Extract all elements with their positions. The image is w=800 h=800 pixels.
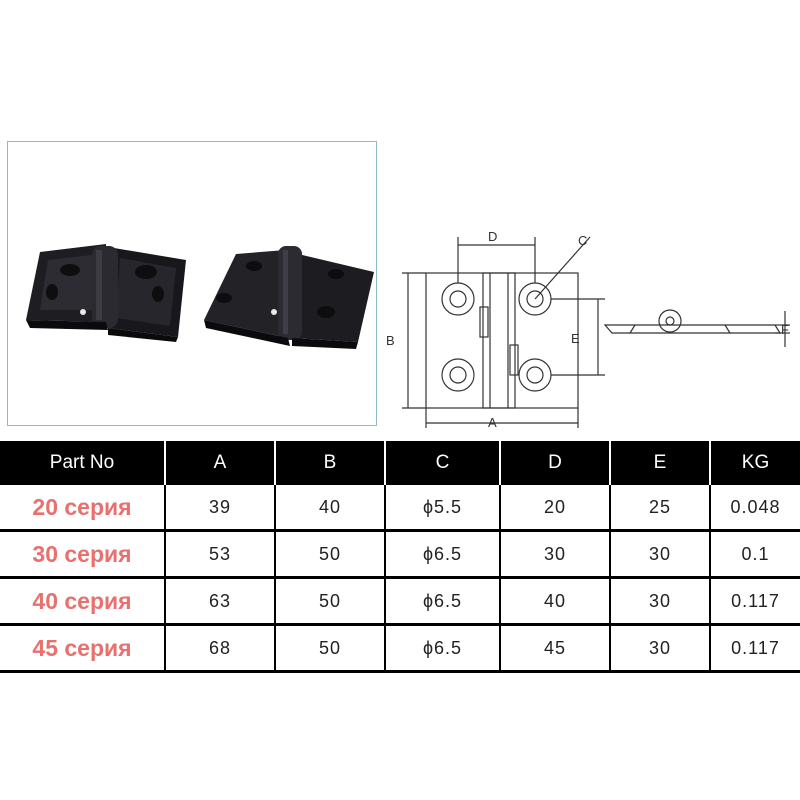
table-row: 20 серия 39 40 ϕ5.5 20 25 0.048 <box>0 485 800 532</box>
header-d: D <box>499 441 610 485</box>
technical-drawing: B A D E C F <box>386 229 790 430</box>
header-e: E <box>609 441 710 485</box>
header-a: A <box>164 441 275 485</box>
cell-part-no: 20 серия <box>0 485 165 532</box>
cell-c: ϕ5.5 <box>384 485 500 532</box>
cell-e: 30 <box>609 624 710 673</box>
cell-kg: 0.1 <box>709 530 800 579</box>
cell-c: ϕ6.5 <box>384 577 500 626</box>
cell-part-no: 45 серия <box>0 624 165 673</box>
spec-table: Part No A B C D E KG 20 серия 39 40 ϕ5.5… <box>0 441 800 673</box>
label-b: B <box>386 333 395 348</box>
cell-d: 45 <box>499 624 610 673</box>
hinge-photo-image <box>26 244 374 349</box>
cell-e: 25 <box>609 485 710 532</box>
cell-a: 63 <box>164 577 275 626</box>
cell-kg: 0.117 <box>709 577 800 626</box>
cell-d: 40 <box>499 577 610 626</box>
table-row: 30 серия 53 50 ϕ6.5 30 30 0.1 <box>0 530 800 579</box>
label-e: E <box>571 331 580 346</box>
table-header-row: Part No A B C D E KG <box>0 441 800 485</box>
label-f: F <box>781 322 789 337</box>
cell-a: 53 <box>164 530 275 579</box>
cell-b: 40 <box>274 485 385 532</box>
cell-kg: 0.117 <box>709 624 800 673</box>
product-photo <box>7 141 377 426</box>
cell-c: ϕ6.5 <box>384 530 500 579</box>
cell-b: 50 <box>274 624 385 673</box>
right-hinge <box>204 246 374 349</box>
cell-part-no: 30 серия <box>0 530 165 579</box>
cell-kg: 0.048 <box>709 485 800 532</box>
label-a: A <box>488 415 497 430</box>
cell-c: ϕ6.5 <box>384 624 500 673</box>
cell-part-no: 40 серия <box>0 577 165 626</box>
cell-a: 39 <box>164 485 275 532</box>
cell-d: 20 <box>499 485 610 532</box>
table-row: 40 серия 63 50 ϕ6.5 40 30 0.117 <box>0 577 800 626</box>
cell-e: 30 <box>609 577 710 626</box>
cell-b: 50 <box>274 530 385 579</box>
label-c: C <box>578 233 587 248</box>
table-row: 45 серия 68 50 ϕ6.5 45 30 0.117 <box>0 624 800 673</box>
label-d: D <box>488 229 497 244</box>
header-c: C <box>384 441 500 485</box>
header-kg: KG <box>709 441 800 485</box>
left-hinge <box>26 244 186 342</box>
header-part-no: Part No <box>0 441 165 485</box>
cell-b: 50 <box>274 577 385 626</box>
header-b: B <box>274 441 385 485</box>
cell-a: 68 <box>164 624 275 673</box>
cell-d: 30 <box>499 530 610 579</box>
cell-e: 30 <box>609 530 710 579</box>
